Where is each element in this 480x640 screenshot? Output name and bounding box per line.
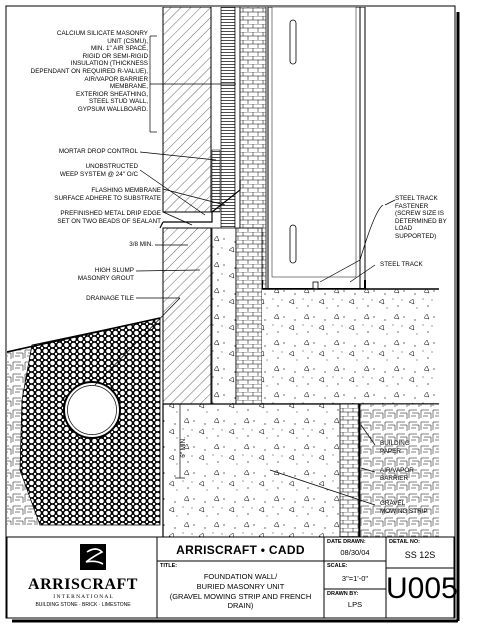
scale-caption: SCALE:	[327, 563, 348, 569]
buried-masonry-unit	[162, 227, 212, 405]
mortar-drop-mesh	[211, 149, 221, 213]
note-weep: UNOBSTRUCTED WEEP SYSTEM @ 24" O/C	[59, 163, 138, 178]
right-soil	[339, 403, 361, 537]
note-wall-assembly: CALCIUM SILICATE MASONRY UNIT (CSMU), MI…	[30, 30, 148, 113]
note-gravel: GRAVEL MOWING STRIP	[380, 500, 428, 515]
arriscraft-logo	[80, 544, 106, 570]
detail-value: SS 12S	[404, 550, 436, 560]
drainage-tile-inner	[67, 385, 117, 435]
csmu-veneer	[162, 7, 212, 213]
title-block-frame	[6, 536, 455, 619]
sheet-number: U005	[386, 572, 458, 605]
date-caption: DATE DRAWN:	[327, 539, 366, 545]
steel-stud-web	[271, 7, 357, 278]
rigid-insulation	[220, 7, 236, 233]
backup-masonry-lower	[235, 227, 263, 405]
note-steel-track: STEEL TRACK	[380, 261, 423, 268]
drawn-caption: DRAWN BY:	[327, 591, 359, 597]
dimension-label: 6" MIN.	[180, 437, 188, 458]
note-track-fastener: STEEL TRACK FASTENER (SCREW SIZE IS DETE…	[395, 195, 447, 240]
note-grout: HIGH SLUMP MASONRY GROUT	[77, 267, 134, 282]
drawn-value: LPS	[347, 600, 363, 609]
note-air-vapor: AIR/VAPOR BARRIER	[380, 467, 414, 482]
title-line-2: BURIED MASONRY UNIT	[196, 582, 285, 591]
stud-slot-1	[289, 19, 297, 65]
note-drainage-tile: DRAINAGE TILE	[86, 295, 134, 302]
company-sub: I N T E R N A T I O N A L	[53, 594, 113, 600]
masonry-grout	[211, 227, 237, 405]
date-value: 08/30/04	[340, 548, 370, 557]
floor-slab	[262, 289, 439, 404]
title-line-3: (GRAVEL MOWING STRIP AND FRENCH DRAIN)	[169, 592, 312, 610]
title-line-1: FOUNDATION WALL/	[203, 572, 278, 581]
note-mortar-drop: MORTAR DROP CONTROL	[58, 148, 138, 155]
detail-caption: DETAIL No:	[389, 539, 420, 545]
right-backfill	[359, 403, 439, 537]
note-building-paper: BUILDING PAPER	[380, 440, 410, 455]
note-flashing: FLASHING MEMBRANE SURFACE ADHERE TO SUBS…	[54, 187, 161, 202]
title-caption: TITLE:	[160, 563, 178, 569]
grade-line	[7, 317, 161, 353]
drip-edge	[159, 221, 164, 229]
leader-lines	[94, 35, 396, 506]
company-tagline: BUILDING STONE · BRICK · LIMESTONE	[35, 602, 131, 608]
flashing-membrane	[163, 180, 241, 223]
note-drip-edge: PREFINISHED METAL DRIP EDGE SET ON TWO B…	[57, 210, 161, 225]
stud-slot-2	[289, 224, 297, 264]
scale-value: 3"=1'-0"	[341, 574, 369, 583]
company-name: ARRISCRAFT	[28, 576, 138, 593]
note-three-eighths: 3/8 MIN.	[129, 241, 153, 248]
dimension-6in	[175, 403, 185, 479]
header-title: ARRISCRAFT • CADD	[176, 543, 305, 557]
exterior-sheathing	[234, 7, 241, 233]
